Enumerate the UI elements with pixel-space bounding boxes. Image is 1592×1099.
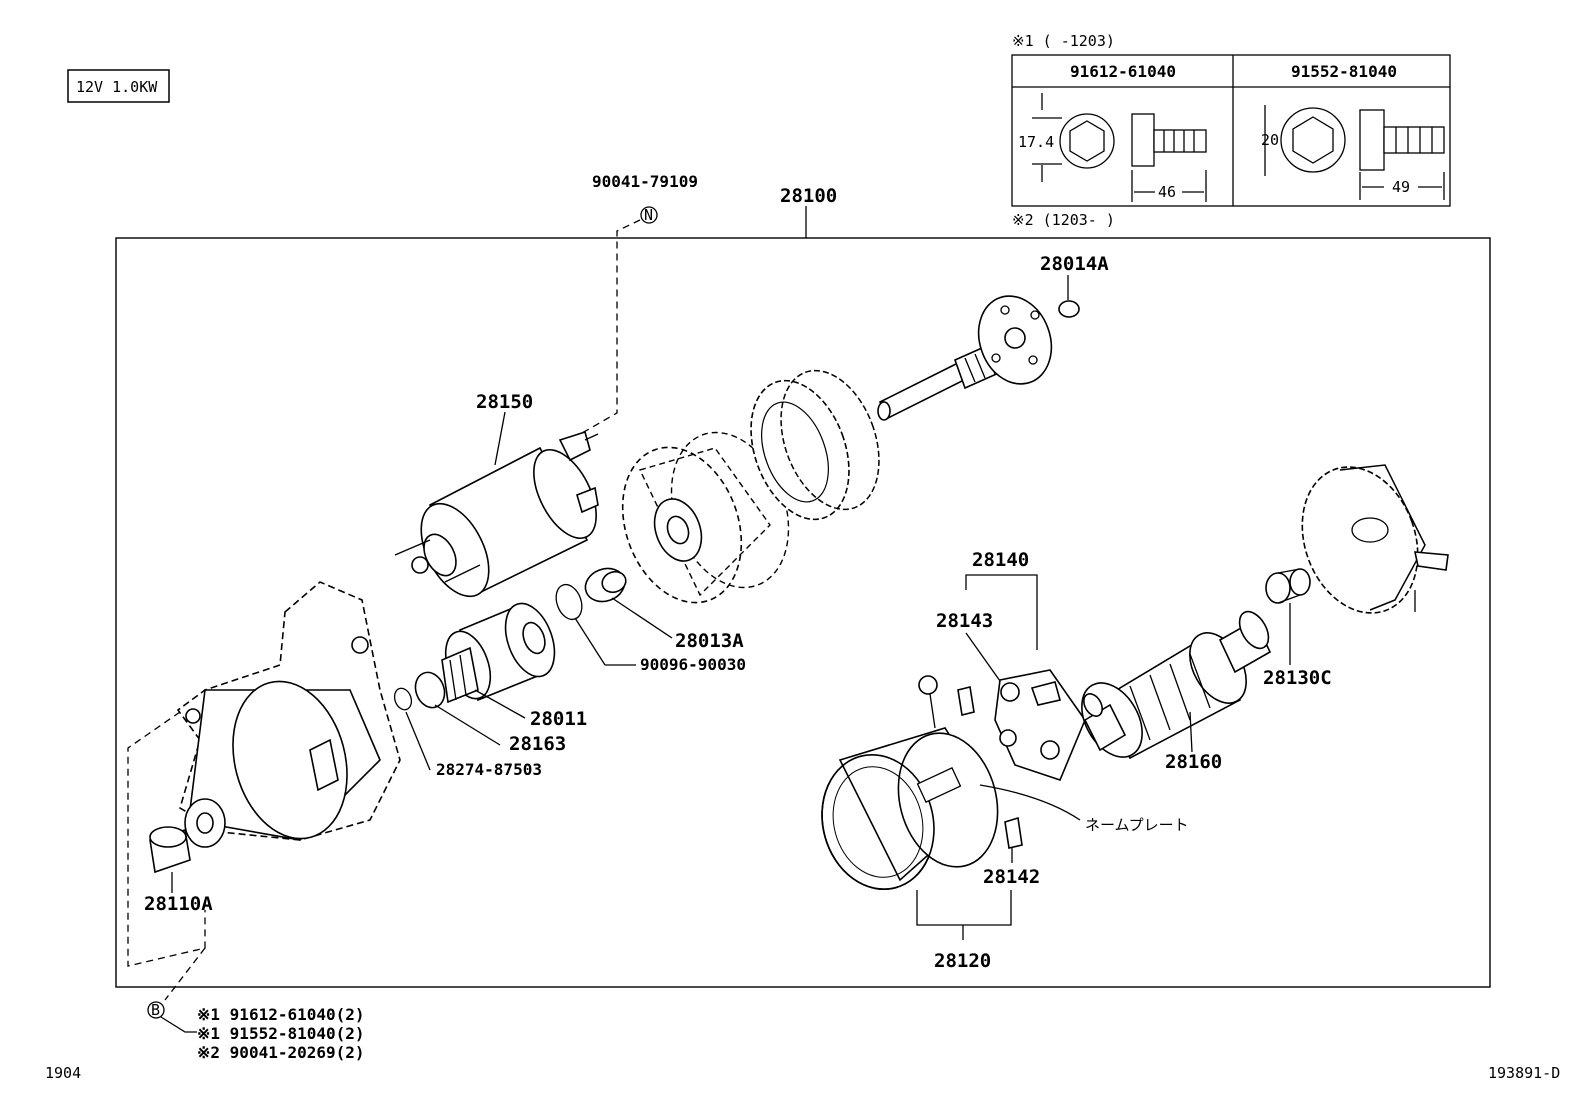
bolt-1-head-size: 17.4	[1018, 133, 1054, 151]
callout-28142: 28142	[983, 866, 1040, 888]
assembly-frame	[115, 237, 1491, 988]
bushing-28014A	[1058, 300, 1080, 318]
callout-28130C: 28130C	[1263, 667, 1332, 689]
rating-box	[67, 69, 170, 103]
bolt-list-3: ※2 90041-20269(2)	[197, 1043, 365, 1062]
bearing-28130C	[1265, 568, 1311, 604]
callout-28014A: 28014A	[1040, 253, 1109, 275]
armature-28160	[1081, 610, 1272, 760]
solenoid-28150	[394, 430, 599, 598]
output-shaft	[877, 295, 1053, 421]
callout-28160: 28160	[1165, 751, 1222, 773]
bolt-list-2: ※1 91552-81040(2)	[197, 1024, 365, 1043]
bolt-list-1: ※1 91612-61040(2)	[197, 1005, 365, 1024]
callout-28140: 28140	[972, 549, 1029, 571]
bolt-icon-1	[1032, 93, 1207, 202]
callout-28163: 28163	[509, 733, 566, 755]
bolt-table-note-2: ※2 (1203- )	[1012, 211, 1115, 229]
ref-b-marker	[147, 1001, 165, 1019]
bolt-2-length: 49	[1392, 178, 1410, 196]
bolt-table-col1-number: 91612-61040	[1070, 62, 1176, 81]
clutch-28011	[441, 602, 556, 704]
callout-90041-79109: 90041-79109	[592, 172, 698, 191]
callout-28143: 28143	[936, 610, 993, 632]
drive-housing	[149, 581, 401, 874]
callout-28110A: 28110A	[144, 893, 213, 915]
callout-90096-90030: 90096-90030	[640, 655, 746, 674]
end-frame	[1301, 464, 1449, 614]
bolt-1-length: 46	[1158, 183, 1176, 201]
brush-holder-28143	[994, 669, 1086, 781]
callout-28274-87503: 28274-87503	[436, 760, 542, 779]
callout-assembly: 28100	[780, 185, 837, 207]
bolt-table: ※1 ( -1203) 91612-61040 91552-81040 17.4…	[1011, 32, 1451, 229]
footer-left: 1904	[45, 1064, 81, 1082]
bolt-icon-2	[1264, 105, 1445, 200]
bolt-2-head-size: 20	[1261, 131, 1279, 149]
ring-gear	[750, 369, 880, 521]
ring-28274-87503	[393, 687, 413, 711]
footer-right: 193891-D	[1488, 1064, 1560, 1082]
bearing-28013A	[584, 567, 627, 603]
bolt-table-note-1: ※1 ( -1203)	[1012, 32, 1115, 50]
ref-n-label: N	[644, 206, 653, 224]
snap-ring-90096-90030	[555, 583, 583, 621]
ref-n-marker	[640, 206, 658, 224]
callout-28013A: 28013A	[675, 630, 744, 652]
callout-28011: 28011	[530, 708, 587, 730]
nameplate-label: ネームプレート	[1085, 816, 1189, 834]
callout-28150: 28150	[476, 391, 533, 413]
rating-label: 12V 1.0KW	[76, 78, 158, 96]
callout-28120: 28120	[934, 950, 991, 972]
bolt-table-col2-number: 91552-81040	[1291, 62, 1397, 81]
field-coil-28120	[821, 675, 1023, 891]
collar-28163	[414, 671, 446, 709]
ref-b-label: B	[151, 1001, 160, 1019]
